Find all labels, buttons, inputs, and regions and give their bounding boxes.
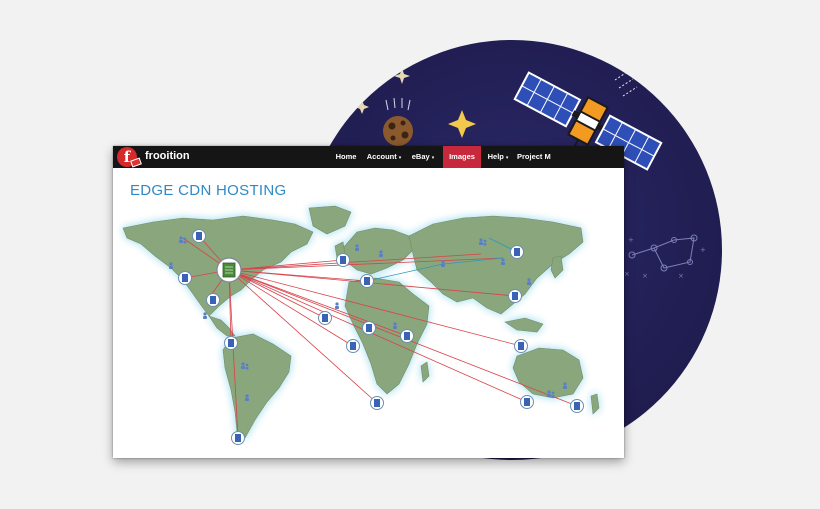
edge-server-icon[interactable] [224, 336, 238, 350]
nav-account[interactable]: Account▾ [363, 146, 405, 168]
nav-images-label: Images [449, 152, 475, 161]
nav-ebay[interactable]: eBay▾ [407, 146, 439, 168]
central-america [208, 315, 236, 337]
nav-home[interactable]: Home [331, 146, 361, 168]
edge-server-icon[interactable] [192, 229, 206, 243]
nav-project[interactable]: Project M [517, 146, 563, 168]
edge-server-icon[interactable] [370, 396, 384, 410]
star-icon [448, 110, 476, 138]
edge-server-icon[interactable] [336, 253, 350, 267]
svg-text:×: × [642, 272, 648, 280]
logo-letter: f [123, 148, 131, 166]
nav-help-label: Help [487, 152, 504, 161]
user-clusters [169, 236, 567, 401]
users-icon [527, 278, 531, 285]
svg-text:×: × [624, 270, 630, 278]
world-map-svg [122, 205, 600, 445]
users-icon [479, 238, 487, 246]
star-icon [394, 68, 410, 84]
app-window: f frooition Home Account▾ eBay▾ Images H… [113, 146, 624, 458]
new-zealand [590, 393, 600, 415]
asteroid-icon [383, 97, 413, 146]
nav-home-label: Home [335, 152, 357, 161]
edge-server-icon[interactable] [231, 431, 245, 445]
svg-text:+: + [628, 236, 634, 244]
star-icon [355, 100, 369, 114]
top-navbar: f frooition Home Account▾ eBay▾ Images H… [113, 146, 624, 168]
europe [342, 227, 414, 275]
space-scene: + × × + × [355, 68, 706, 280]
caret-down-icon: ▾ [431, 155, 435, 161]
edge-server-icon[interactable] [360, 274, 374, 288]
page-title: EDGE CDN HOSTING [130, 182, 287, 199]
satellite-icon [513, 71, 663, 171]
users-icon [245, 394, 249, 401]
constellation-icon [628, 234, 698, 272]
cdn-world-map [113, 198, 624, 458]
edge-server-icon[interactable] [178, 271, 192, 285]
users-icon [501, 258, 505, 265]
asia [408, 215, 584, 315]
sparkle-icon: + × × + × [624, 236, 706, 280]
madagascar [420, 361, 430, 383]
south-america [222, 333, 292, 439]
edge-server-icon[interactable] [508, 289, 522, 303]
edge-servers [178, 229, 584, 445]
japan [550, 255, 564, 279]
users-icon [393, 322, 397, 329]
edge-server-icon[interactable] [400, 329, 414, 343]
users-icon [241, 362, 249, 370]
nav-help[interactable]: Help▾ [483, 146, 513, 168]
users-icon [441, 260, 445, 267]
nav-images[interactable]: Images [443, 146, 481, 168]
svg-text:+: + [700, 246, 706, 254]
nav-project-label: Project M [517, 152, 551, 161]
origin-server-icon[interactable] [216, 257, 242, 283]
nav-account-label: Account [366, 152, 397, 161]
users-icon [203, 312, 207, 319]
edge-server-icon[interactable] [206, 293, 220, 307]
users-icon [169, 262, 173, 269]
edge-server-icon[interactable] [346, 339, 360, 353]
edge-server-icon[interactable] [318, 311, 332, 325]
caret-down-icon: ▾ [398, 155, 402, 161]
users-icon [355, 244, 359, 251]
edge-server-icon[interactable] [520, 395, 534, 409]
users-icon [179, 236, 187, 244]
indonesia [504, 317, 544, 333]
users-icon [379, 250, 383, 257]
frooition-logo-icon[interactable]: f [117, 147, 142, 168]
australia [512, 347, 584, 399]
nav-ebay-label: eBay [411, 152, 430, 161]
users-icon [547, 390, 555, 398]
edge-server-icon[interactable] [362, 321, 376, 335]
users-icon [335, 302, 339, 309]
africa [344, 277, 430, 395]
caret-down-icon: ▾ [505, 155, 509, 161]
edge-server-icon[interactable] [514, 339, 528, 353]
brand-name[interactable]: frooition [145, 150, 190, 162]
users-icon [563, 382, 567, 389]
edge-server-icon[interactable] [510, 245, 524, 259]
svg-text:×: × [678, 272, 684, 280]
edge-server-icon[interactable] [570, 399, 584, 413]
greenland [308, 205, 352, 235]
